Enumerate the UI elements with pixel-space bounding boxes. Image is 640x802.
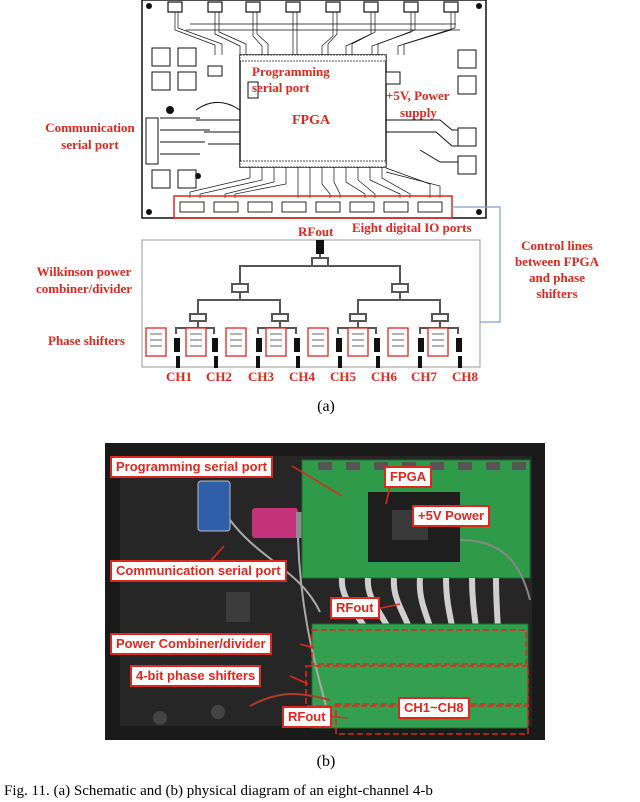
label-phase-shifters: Phase shifters (48, 333, 125, 348)
rfout-connector (316, 240, 324, 254)
channel-labels: CH1 CH2 CH3 CH4 CH5 CH6 CH7 CH8 (166, 369, 479, 384)
serial-adapter (252, 508, 298, 538)
phase-shifter-pins (150, 333, 444, 347)
photo-label-communication-serial-port: Communication serial port (110, 560, 287, 582)
channel-label: CH3 (248, 369, 275, 384)
figure-caption: Fig. 11. (a) Schematic and (b) physical … (4, 783, 433, 799)
channel-label: CH2 (206, 369, 232, 384)
right-components (386, 49, 477, 175)
photo-label-combiner: Power Combiner/divider (110, 633, 272, 655)
via (166, 106, 174, 114)
left-components (145, 47, 241, 189)
fpga-header-bottom (239, 160, 387, 168)
photo-label-channels: CH1~CH8 (398, 697, 470, 719)
knob (211, 705, 225, 719)
photo-label-rfout-top: RFout (330, 597, 380, 619)
fpga-header-top (239, 54, 387, 62)
mount-hole (476, 3, 482, 9)
power-connector (385, 71, 401, 85)
panel-b (105, 443, 545, 740)
knob (153, 711, 167, 725)
photo-label-programming-serial-port: Programming serial port (110, 456, 273, 478)
io-port-group (179, 201, 443, 213)
caption-a: (a) (317, 398, 335, 415)
label-fpga: FPGA (292, 113, 331, 128)
channel-label: CH5 (330, 369, 357, 384)
label-rfout: RFout (298, 224, 334, 239)
mount-hole (146, 209, 152, 215)
channel-label: CH6 (371, 369, 398, 384)
channel-label: CH4 (289, 369, 316, 384)
channel-connectors (174, 338, 462, 368)
via (195, 173, 201, 179)
usb-programmer (197, 480, 231, 532)
channel-label: CH7 (411, 369, 438, 384)
phase-shifter-chips (145, 327, 449, 357)
photo-label-fpga: FPGA (384, 466, 433, 488)
programming-header (247, 81, 259, 99)
photo-label-phase-shifters: 4-bit phase shifters (130, 665, 262, 687)
channel-label: CH8 (452, 369, 479, 384)
mount-hole (146, 3, 152, 9)
label-io-ports: Eight digital IO ports (352, 220, 472, 235)
photo-label-power: +5V Power (412, 505, 491, 527)
channel-label: CH1 (166, 369, 192, 384)
bracket (226, 592, 250, 622)
top-traces (174, 12, 460, 55)
caption-b: (b) (317, 753, 336, 770)
photo-label-rfout-bottom: RFout (282, 706, 332, 728)
mount-hole (476, 209, 482, 215)
control-line-callout (452, 206, 501, 323)
